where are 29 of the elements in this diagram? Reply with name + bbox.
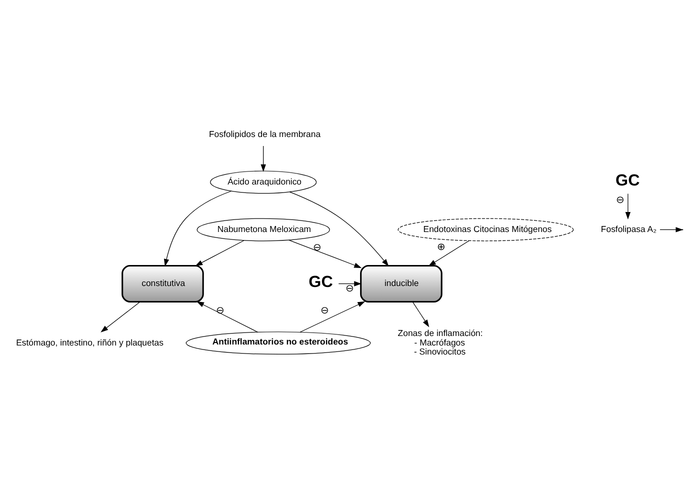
node-text: GC: [308, 273, 333, 292]
arrow: [338, 281, 362, 286]
arrow: [300, 301, 366, 332]
edge-label: ⊖: [320, 306, 329, 317]
edge-label: ⊕: [437, 242, 446, 254]
node-text: Fosfolipidos de la membrana: [208, 128, 321, 139]
node-text: Zonas de inflamación: - Macrófagos - Sinoviocitos: [398, 328, 483, 357]
arrow: [196, 301, 258, 332]
node-text: GC: [616, 171, 640, 190]
node-ellipse: Nabumetona Meloxicam: [196, 218, 330, 242]
arrow: [625, 193, 631, 220]
arrow: [100, 301, 140, 332]
node-text: Estómago, intestino, riñón y plaquetas: [16, 337, 164, 348]
arrow: [428, 240, 470, 266]
edge-label: ⊖: [312, 242, 321, 254]
arrow: [164, 190, 232, 266]
node-box: constitutiva: [122, 264, 204, 303]
node-text: Fosfolipasa A₂: [600, 224, 656, 234]
edge-label: ⊖: [346, 284, 354, 295]
arrow: [288, 240, 362, 268]
node-ellipse: Endotoxinas Citocinas Mitógenos: [398, 218, 574, 242]
arrow: [412, 301, 430, 328]
edge-label: ⊖: [616, 194, 624, 206]
arrow: [195, 240, 244, 266]
node-ellipse: Ácido araquidonico: [210, 170, 317, 194]
node-box: inducible: [360, 264, 442, 303]
arrow: [289, 192, 389, 266]
arrow: [260, 146, 266, 172]
node-ellipse: Antiinflamatorios no esteroideos: [186, 332, 371, 355]
